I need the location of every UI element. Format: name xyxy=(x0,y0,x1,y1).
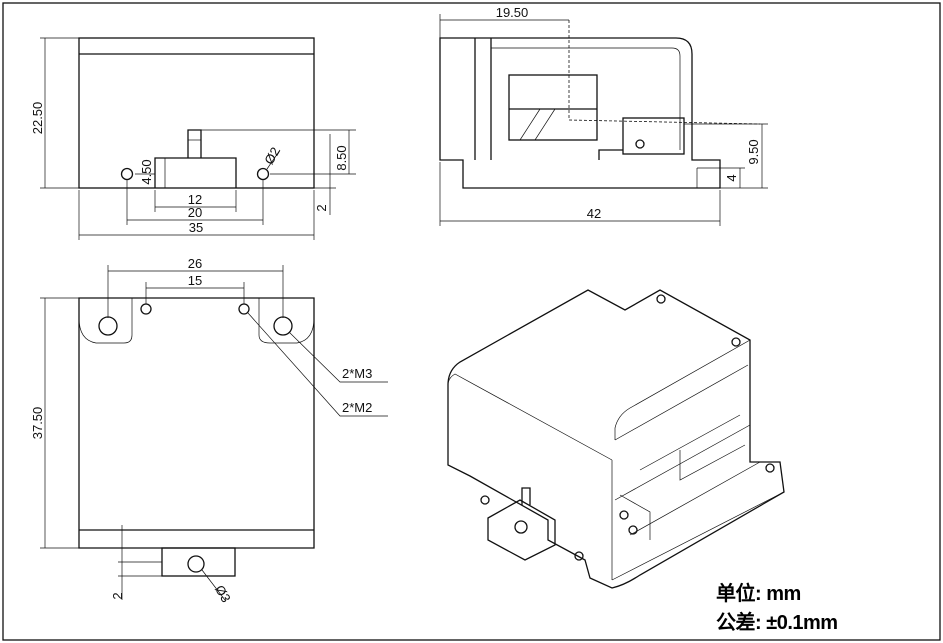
dim-front-hole-height: 4.50 xyxy=(139,159,154,184)
m2-hole-right xyxy=(238,303,250,315)
isometric-view xyxy=(447,289,785,589)
m3-hole-left xyxy=(98,316,118,336)
unit-note: 单位: mm xyxy=(716,583,801,605)
callout-m2: 2*M2 xyxy=(342,400,372,415)
dim-top-m3-spacing: 26 xyxy=(188,256,202,271)
dim-front-gap: 2 xyxy=(314,204,329,211)
callout-m3: 2*M3 xyxy=(342,366,372,381)
dim-top-m2-spacing: 15 xyxy=(188,273,202,288)
dim-side-flange: 4 xyxy=(724,174,739,181)
dim-side-length: 42 xyxy=(587,206,601,221)
tolerance-note: 公差: ±0.1mm xyxy=(716,612,838,634)
dim-front-holes: 20 xyxy=(188,205,202,220)
front-view: 22.50 4.50 8.50 2 Ø2 12 20 35 xyxy=(30,37,356,240)
dim-side-tab-height: 9.50 xyxy=(746,139,761,164)
left-hole xyxy=(120,167,134,181)
dim-top-gap: 2 xyxy=(110,592,125,599)
side-view: 19.50 9.50 4 42 xyxy=(439,5,768,226)
dim-front-tab-height: 8.50 xyxy=(334,145,349,170)
m2-hole-left xyxy=(140,303,152,315)
mount-hole xyxy=(187,555,205,573)
dim-front-slot: 12 xyxy=(188,192,202,207)
top-view: 26 15 2*M3 2*M2 37.50 2 Ø3 xyxy=(30,256,388,605)
right-hole xyxy=(256,167,270,181)
dim-front-width: 35 xyxy=(189,220,203,235)
dim-side-depth: 19.50 xyxy=(496,5,529,20)
dim-front-hole-dia: Ø2 xyxy=(261,144,283,167)
dim-front-height: 22.50 xyxy=(30,102,45,135)
dim-top-hole-dia: Ø3 xyxy=(212,582,234,605)
dim-top-length: 37.50 xyxy=(30,407,45,440)
